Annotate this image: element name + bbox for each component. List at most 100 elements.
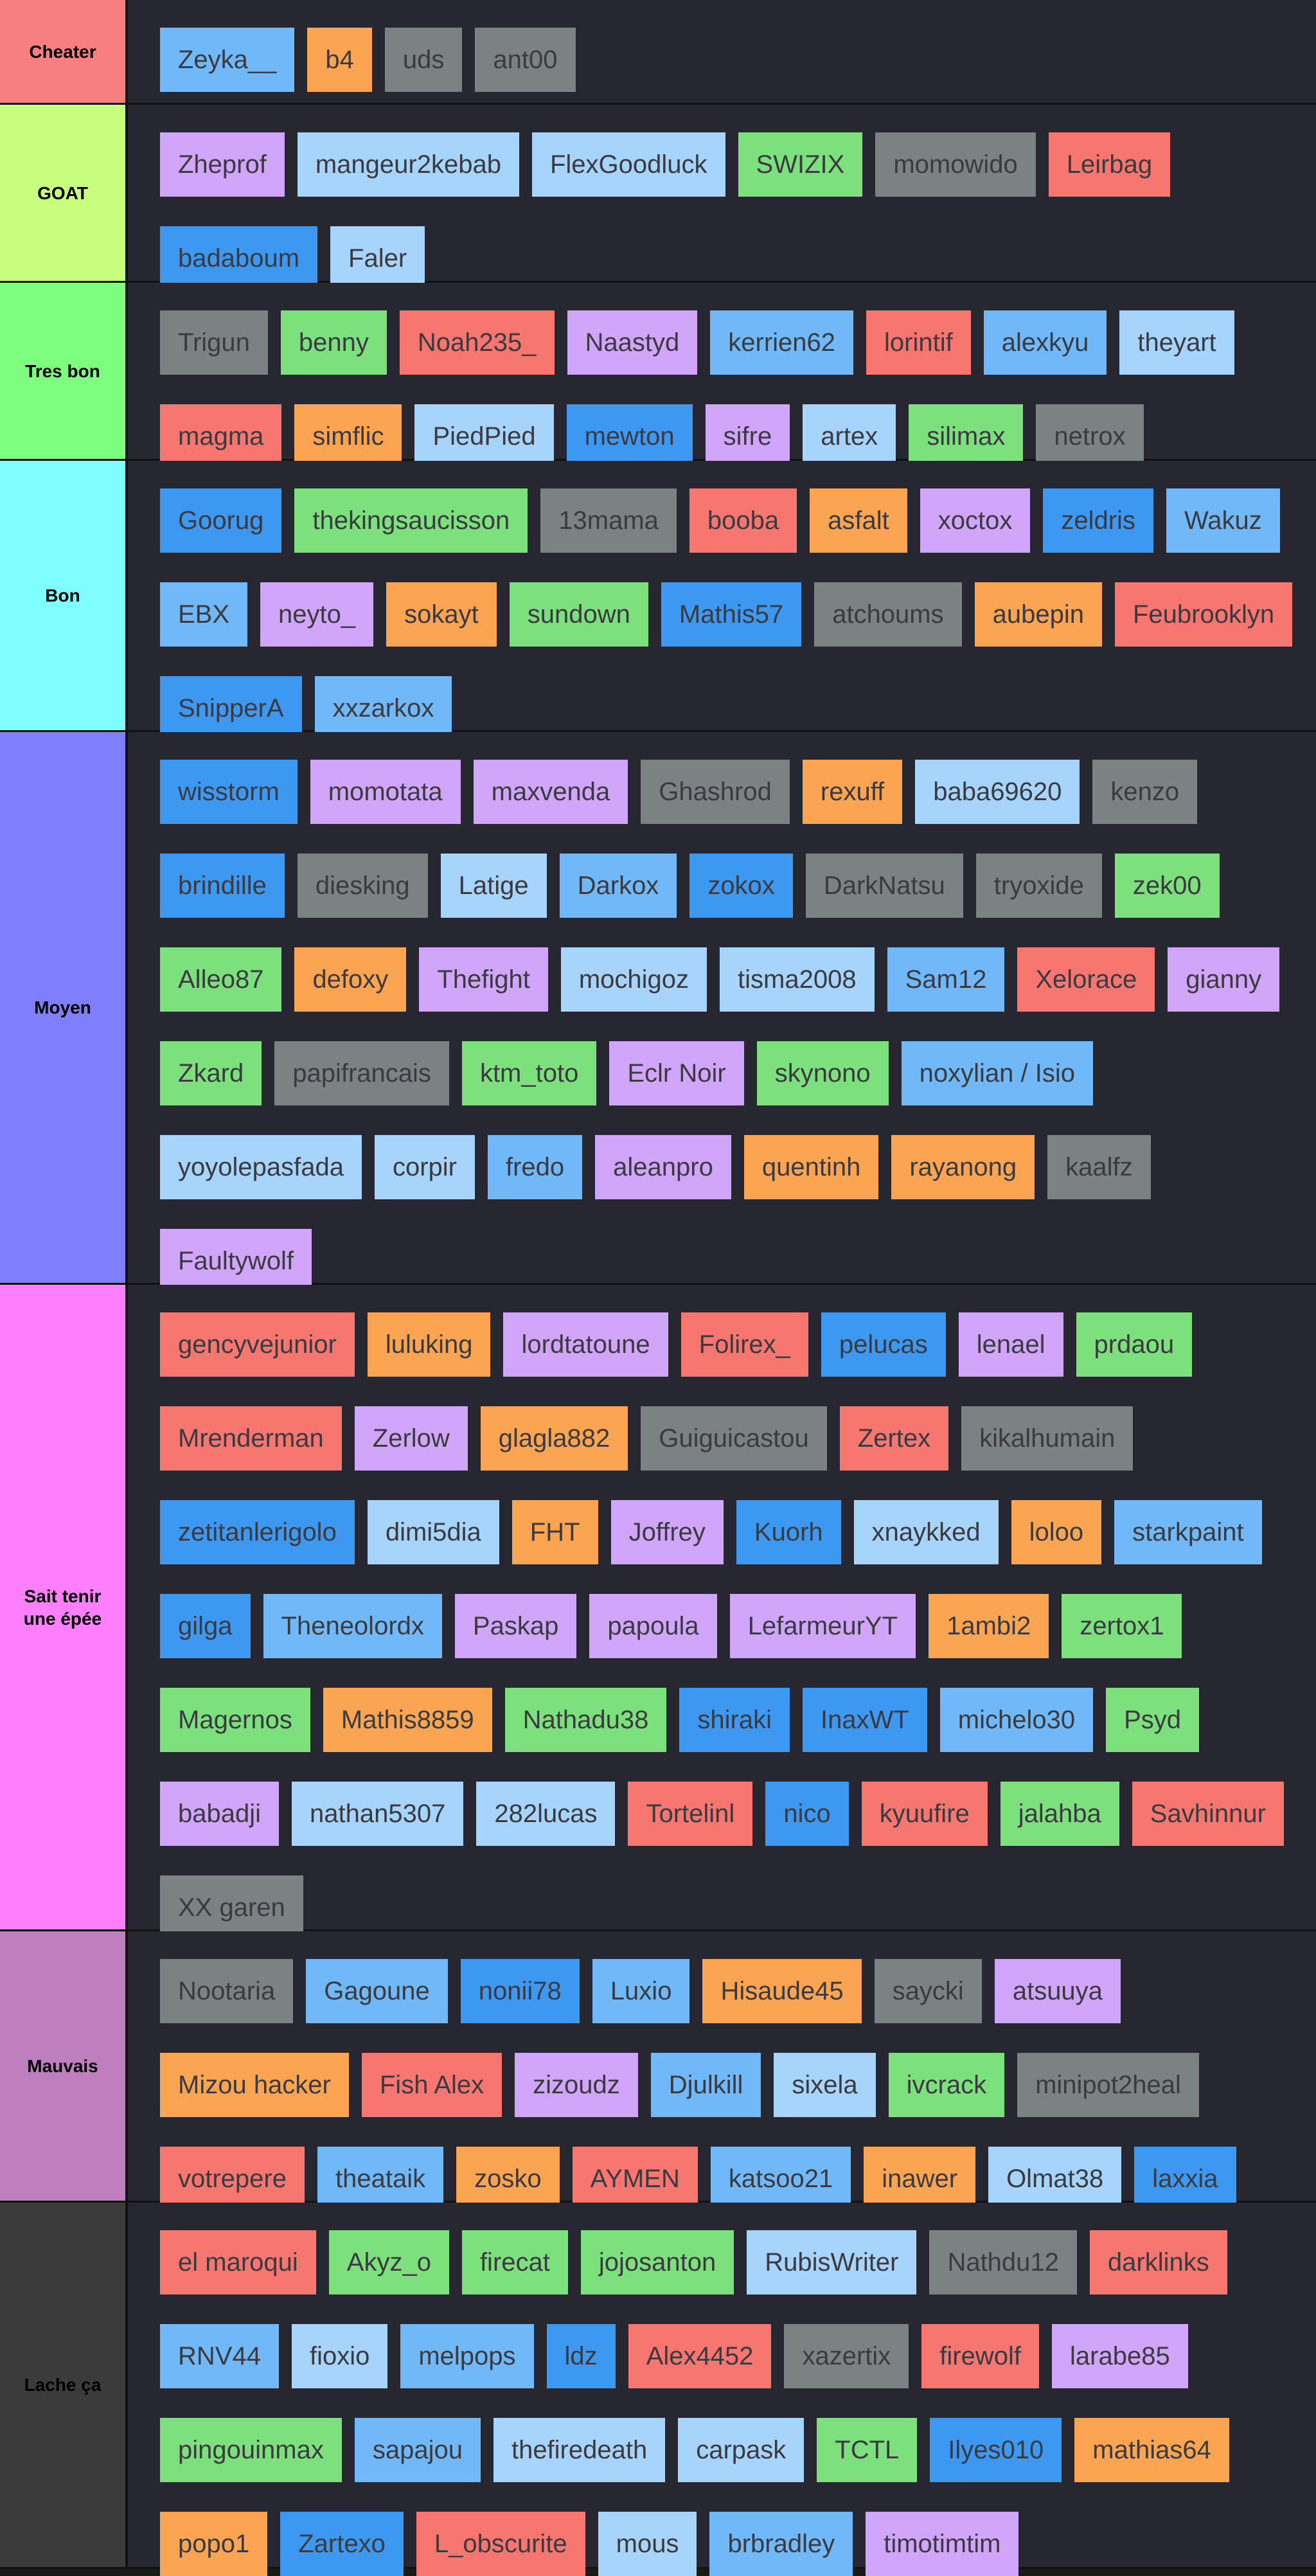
tier-item[interactable]: papoula [589, 1594, 717, 1658]
tier-item[interactable]: Kuorh [736, 1500, 841, 1564]
tier-item[interactable]: Eclr Noir [609, 1041, 744, 1105]
tier-item[interactable]: noxylian / Isio [901, 1041, 1094, 1105]
tier-item[interactable]: Olmat38 [988, 2147, 1122, 2211]
tier-item[interactable]: zokox [689, 854, 793, 918]
tier-item[interactable]: zosko [456, 2147, 560, 2211]
tier-item[interactable]: Zertex [839, 1406, 949, 1471]
tier-item[interactable]: theataik [317, 2147, 444, 2211]
tier-item[interactable]: RNV44 [160, 2324, 279, 2388]
tier-item[interactable]: Theneolordx [263, 1594, 442, 1658]
tier-item[interactable]: starkpaint [1114, 1500, 1262, 1564]
tier-item[interactable]: Sam12 [887, 947, 1005, 1012]
tier-item[interactable]: timotimtim [866, 2512, 1019, 2576]
tier-item[interactable]: zeldris [1043, 488, 1153, 553]
tier-item[interactable]: pelucas [821, 1312, 946, 1377]
tier-item[interactable]: votrepere [160, 2147, 305, 2211]
tier-item[interactable]: kerrien62 [710, 310, 854, 375]
tier-item[interactable]: Noah235_ [399, 310, 555, 375]
tier-item[interactable]: luluking [367, 1312, 491, 1377]
tier-item[interactable]: laxxia [1134, 2147, 1236, 2211]
tier-item[interactable]: zertox1 [1062, 1594, 1182, 1658]
tier-item[interactable]: xoctox [920, 488, 1031, 553]
tier-item[interactable]: magma [160, 404, 282, 469]
tier-item[interactable]: Goorug [160, 488, 282, 553]
tier-item[interactable]: Akyz_o [328, 2230, 449, 2294]
tier-item[interactable]: Mathis8859 [323, 1688, 492, 1752]
tier-item[interactable]: dimi5dia [367, 1500, 499, 1564]
tier-item[interactable]: nathan5307 [292, 1782, 464, 1846]
tier-item[interactable]: nonii78 [460, 1959, 580, 2023]
tier-item[interactable]: Feubrooklyn [1115, 582, 1293, 647]
tier-item[interactable]: pingouinmax [160, 2418, 342, 2482]
tier-item[interactable]: lenael [958, 1312, 1063, 1377]
tier-item[interactable]: sundown [509, 582, 648, 647]
tier-item[interactable]: Ghashrod [641, 760, 790, 824]
tier-item[interactable]: katsoo21 [710, 2147, 851, 2211]
tier-item[interactable]: gilga [160, 1594, 251, 1658]
tier-item[interactable]: XX garen [160, 1875, 303, 1940]
tier-item[interactable]: 282lucas [476, 1782, 616, 1846]
tier-item[interactable]: Joffrey [610, 1500, 724, 1564]
tier-item[interactable]: shiraki [679, 1688, 790, 1752]
tier-item[interactable]: michelo30 [939, 1688, 1094, 1752]
tier-item[interactable]: sapajou [354, 2418, 481, 2482]
tier-item[interactable]: tisma2008 [720, 947, 875, 1012]
tier-item[interactable]: larabe85 [1052, 2324, 1188, 2388]
tier-item[interactable]: firewolf [921, 2324, 1039, 2388]
tier-item[interactable]: Djulkill [650, 2053, 761, 2117]
tier-item[interactable]: Thefight [419, 947, 548, 1012]
tier-item[interactable]: yoyolepasfada [160, 1135, 362, 1199]
tier-item[interactable]: FlexGoodluck [531, 132, 725, 197]
tier-item[interactable]: gianny [1168, 947, 1280, 1012]
tier-item[interactable]: simflic [294, 404, 402, 469]
tier-item[interactable]: Latige [440, 854, 547, 918]
tier-item[interactable]: b4 [307, 28, 372, 92]
tier-item[interactable]: xazertix [784, 2324, 909, 2388]
tier-item[interactable]: theyart [1119, 310, 1234, 375]
tier-item[interactable]: neyto_ [260, 582, 374, 647]
tier-item[interactable]: ivcrack [888, 2053, 1005, 2117]
tier-item[interactable]: Naastyd [567, 310, 698, 375]
tier-item[interactable]: kenzo [1092, 760, 1198, 824]
tier-item[interactable]: darklinks [1089, 2230, 1227, 2294]
tier-item[interactable]: RubisWriter [747, 2230, 917, 2294]
tier-item[interactable]: Psyd [1106, 1688, 1200, 1752]
tier-item[interactable]: nico [765, 1782, 849, 1846]
tier-item[interactable]: Faler [330, 226, 425, 291]
tier-item[interactable]: uds [384, 28, 463, 92]
tier-item[interactable]: brbradley [709, 2512, 853, 2576]
tier-item[interactable]: atsuuya [994, 1959, 1121, 2023]
tier-item[interactable]: aleanpro [595, 1135, 731, 1199]
tier-item[interactable]: rexuff [802, 760, 903, 824]
tier-item[interactable]: asfalt [810, 488, 907, 553]
tier-item[interactable]: artex [803, 404, 896, 469]
tier-item[interactable]: momotata [310, 760, 461, 824]
tier-item[interactable]: fioxio [291, 2324, 388, 2388]
tier-item[interactable]: Darkox [559, 854, 677, 918]
tier-item[interactable]: Zerlow [354, 1406, 468, 1471]
tier-item[interactable]: carpask [678, 2418, 805, 2482]
tier-item[interactable]: mochigoz [560, 947, 707, 1012]
tier-item[interactable]: lordtatoune [503, 1312, 668, 1377]
tier-item[interactable]: Leirbag [1048, 132, 1171, 197]
tier-item[interactable]: Luxio [592, 1959, 690, 2023]
tier-item[interactable]: DarkNatsu [805, 854, 963, 918]
tier-item[interactable]: AYMEN [572, 2147, 698, 2211]
tier-item[interactable]: sokayt [386, 582, 497, 647]
tier-item[interactable]: PiedPied [414, 404, 554, 469]
tier-item[interactable]: aubepin [974, 582, 1102, 647]
tier-item[interactable]: Savhinnur [1132, 1782, 1284, 1846]
tier-item[interactable]: mous [598, 2512, 697, 2576]
tier-item[interactable]: Fish Alex [361, 2053, 502, 2117]
tier-item[interactable]: ldz [546, 2324, 616, 2388]
tier-item[interactable]: maxvenda [473, 760, 628, 824]
tier-item[interactable]: zizoudz [515, 2053, 638, 2117]
tier-item[interactable]: gencyvejunior [160, 1312, 355, 1377]
tier-item[interactable]: defoxy [294, 947, 407, 1012]
tier-item[interactable]: fredo [488, 1135, 583, 1199]
